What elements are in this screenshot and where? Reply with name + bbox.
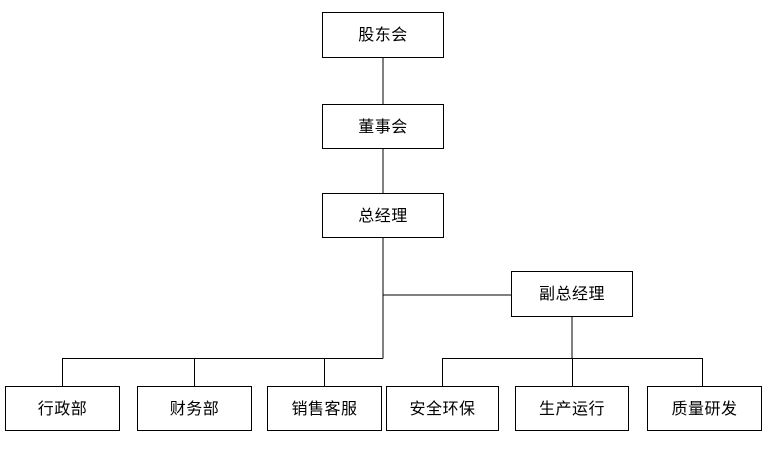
node-label-quality-rnd: 质量研发 xyxy=(671,398,738,418)
node-label-safety-environment: 安全环保 xyxy=(409,398,476,418)
node-label-production-operations: 生产运行 xyxy=(538,398,605,418)
node-label-board: 董事会 xyxy=(358,116,408,136)
node-deputy-general-manager[interactable]: 副总经理 xyxy=(511,271,633,317)
node-quality-rnd[interactable]: 质量研发 xyxy=(647,386,762,431)
node-label-sales-service: 销售客服 xyxy=(291,398,358,418)
node-sales-service[interactable]: 销售客服 xyxy=(267,386,382,431)
node-label-shareholders: 股东会 xyxy=(358,25,408,44)
node-label-general-manager: 总经理 xyxy=(358,205,408,225)
node-administration[interactable]: 行政部 xyxy=(5,386,120,431)
node-shareholders[interactable]: 股东会 xyxy=(322,12,444,58)
node-label-administration: 行政部 xyxy=(37,398,88,418)
node-finance[interactable]: 财务部 xyxy=(137,386,252,431)
node-label-finance: 财务部 xyxy=(169,398,220,418)
node-production-operations[interactable]: 生产运行 xyxy=(515,386,629,431)
node-label-deputy-general-manager: 副总经理 xyxy=(538,284,605,303)
node-board[interactable]: 董事会 xyxy=(322,104,444,149)
node-general-manager[interactable]: 总经理 xyxy=(322,193,444,238)
node-safety-environment[interactable]: 安全环保 xyxy=(386,386,499,431)
